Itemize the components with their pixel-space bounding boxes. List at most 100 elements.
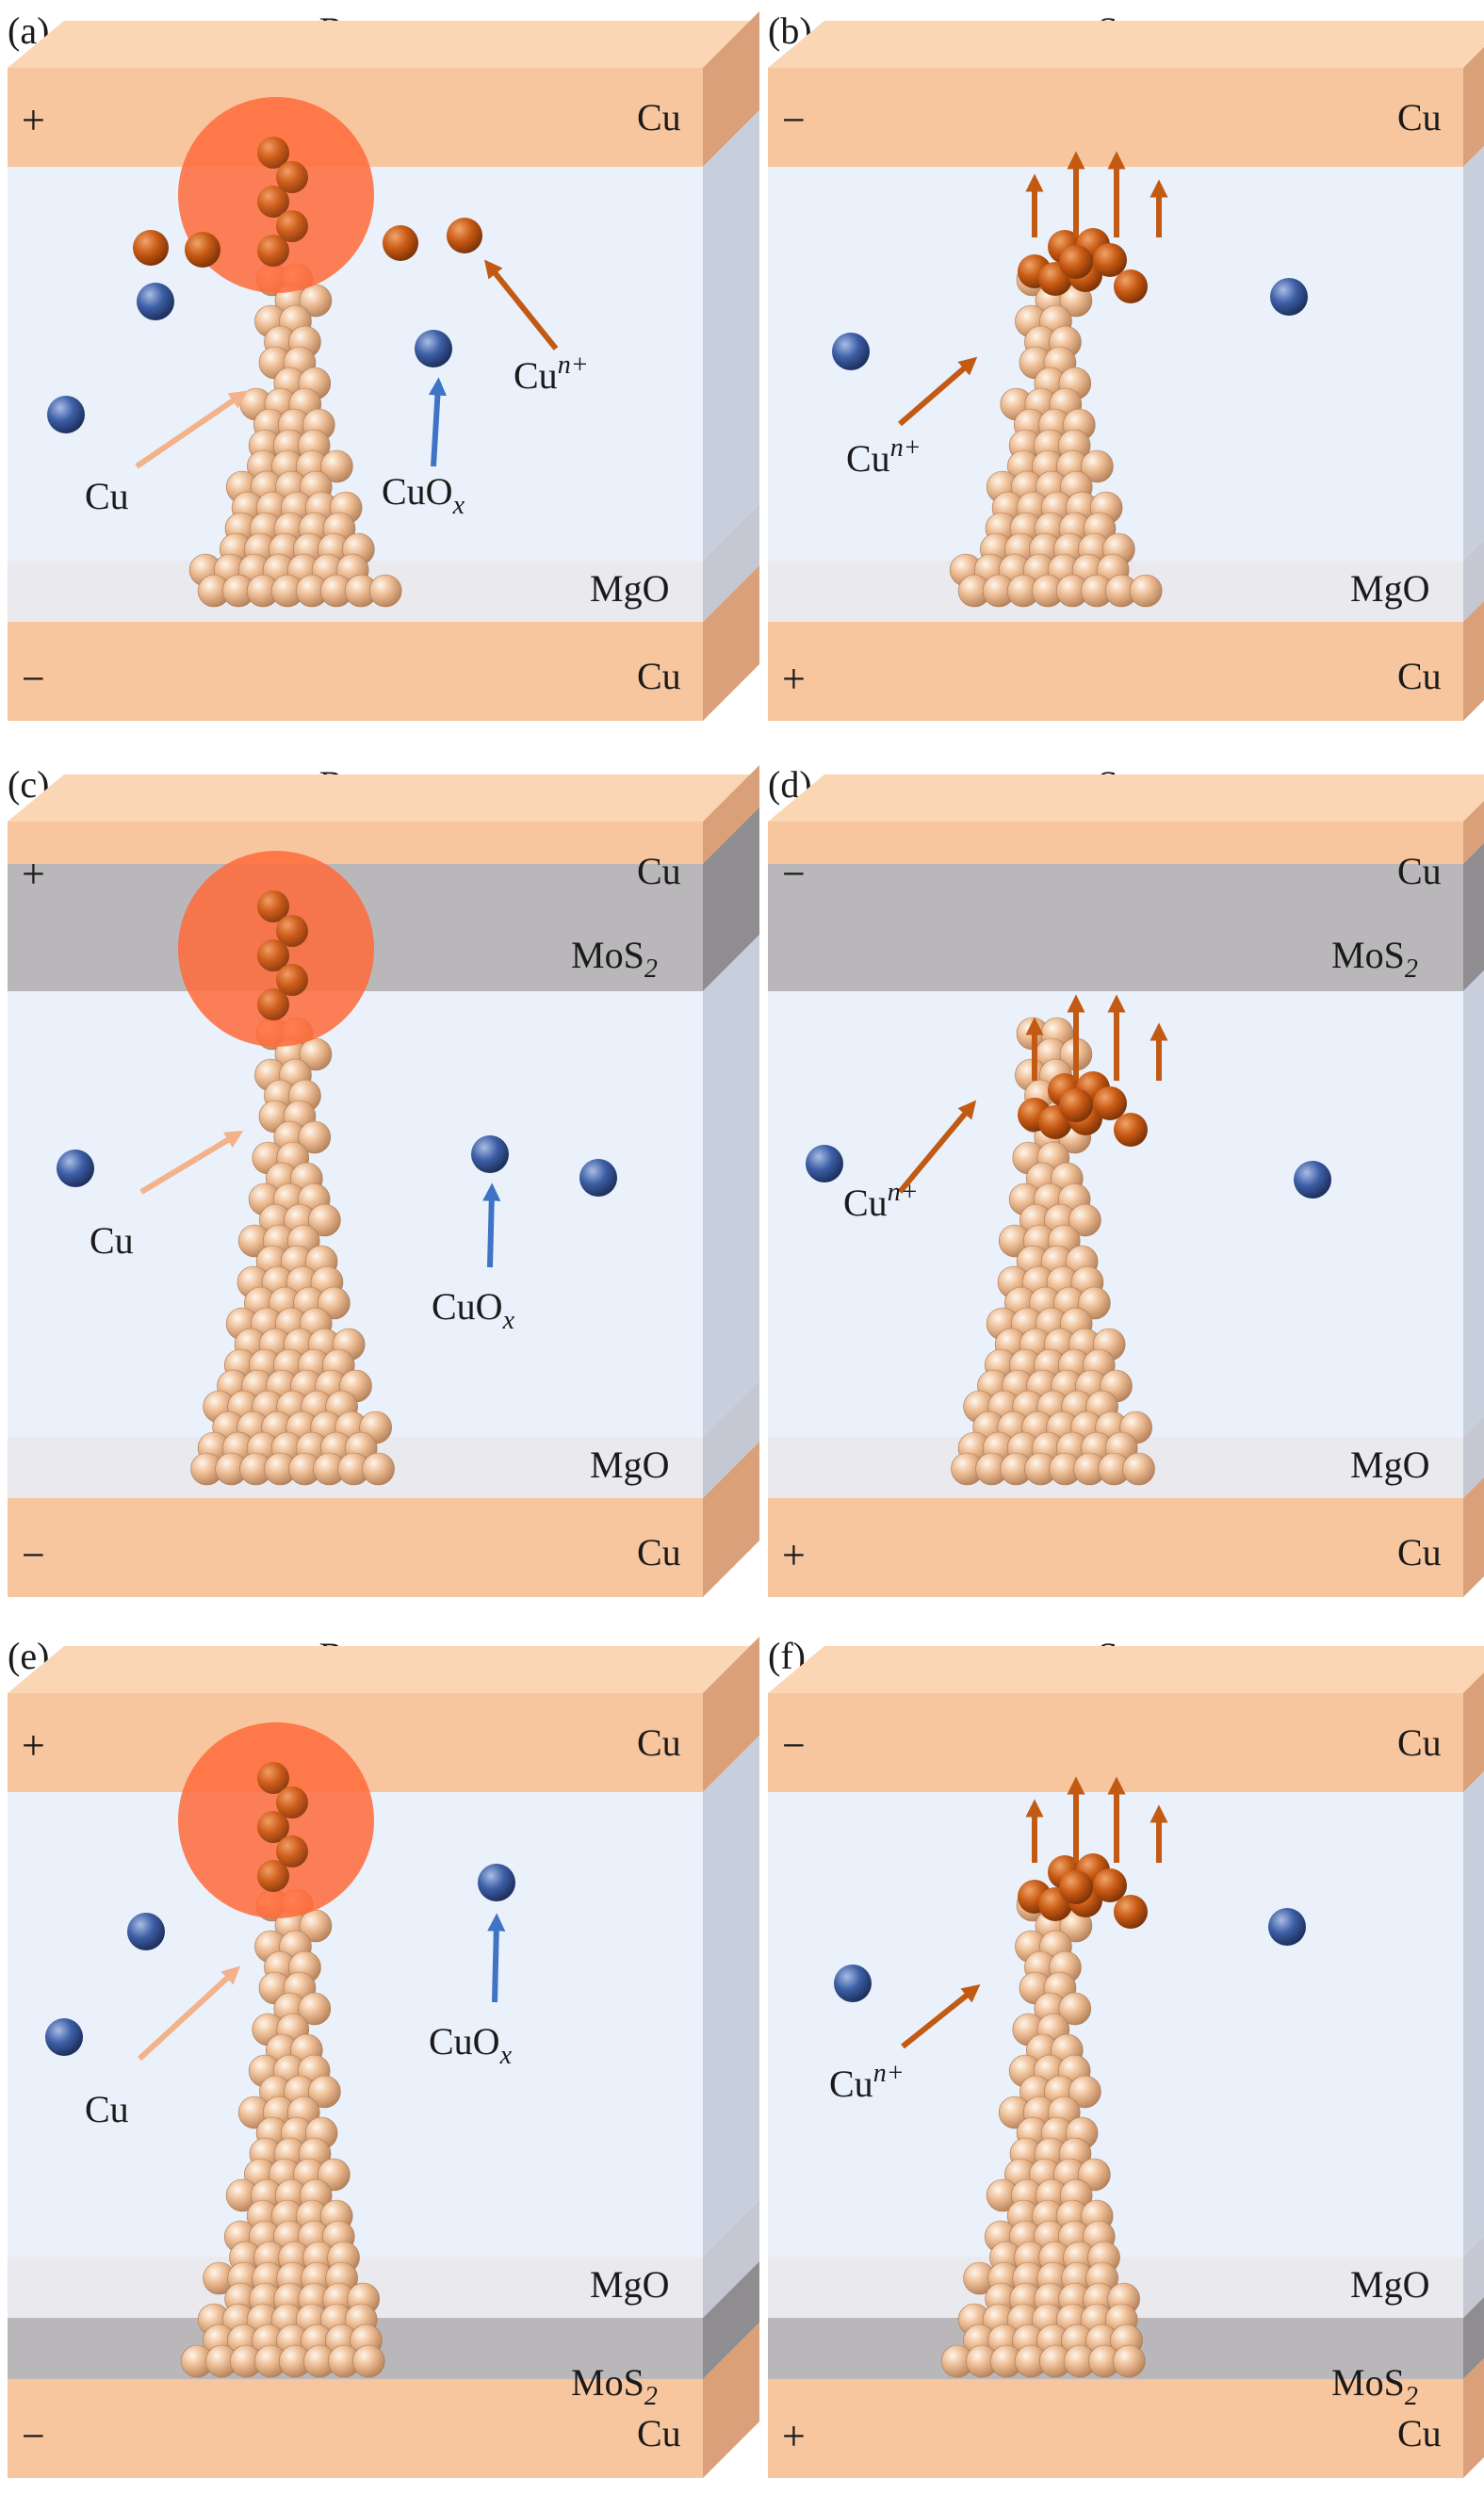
cu-atom: [368, 574, 402, 608]
ion-label: Cun+: [829, 2059, 905, 2105]
bottom-sign: +: [782, 656, 806, 702]
oxide-layer-side: [703, 110, 759, 561]
dissolving-atom: [276, 1835, 308, 1867]
bottom-electrode: [8, 1498, 703, 1597]
cu-ion: [1059, 245, 1093, 279]
ion-arrow: [897, 1100, 977, 1194]
mos2-label-script: 2: [644, 2382, 658, 2411]
mos2-label-main: MoS: [571, 2361, 644, 2404]
bottom-electrode-side: [703, 2323, 759, 2478]
cu-atom: [351, 2344, 385, 2378]
cuox-label: CuOx: [382, 470, 465, 520]
mgo-layer-side: [703, 1380, 759, 1498]
dissolving-atom: [257, 1860, 289, 1892]
cuox-label-main: CuO: [429, 2020, 500, 2063]
dissolving-atom: [276, 1786, 308, 1818]
mos2-label-script: 2: [1405, 954, 1418, 984]
dissolving-atom: [257, 1762, 289, 1794]
cu-arrow: [139, 1131, 244, 1195]
ion-label: Cun+: [846, 433, 921, 480]
cuox-sphere: [471, 1135, 509, 1173]
ion-label-main: Cu: [829, 2063, 873, 2105]
oxide-layer-side: [1463, 146, 1484, 561]
bottom-sign: −: [22, 656, 45, 702]
cuox-sphere: [1270, 278, 1308, 316]
cuox-label: CuOx: [432, 1285, 515, 1335]
cu-atom: [1068, 2075, 1101, 2109]
bottom-electrode-label: Cu: [637, 2412, 681, 2454]
cu-atom: [1112, 2344, 1146, 2378]
top-sign: −: [782, 1722, 806, 1769]
cu-ion: [1059, 1088, 1093, 1122]
bottom-electrode: [768, 2379, 1463, 2478]
box-top-face: [768, 775, 1484, 822]
mos2-layer-side: [1463, 843, 1484, 991]
cu-ion: [133, 230, 169, 266]
cu-atom: [1129, 574, 1163, 608]
box-top-face: [768, 1646, 1484, 1693]
cuox-label-script: x: [502, 1306, 515, 1335]
mgo-label: MgO: [1350, 1443, 1429, 1486]
cuox-label-main: CuO: [432, 1285, 503, 1328]
mos2-label-script: 2: [1405, 2382, 1418, 2411]
mos2-layer: [768, 864, 1463, 991]
mos2-label: MoS2: [571, 2361, 658, 2411]
cuox-sphere: [137, 283, 174, 320]
cu-atom: [298, 1120, 332, 1154]
mgo-label: MgO: [1350, 2263, 1429, 2306]
bottom-electrode: [768, 622, 1463, 721]
top-electrode-label: Cu: [1397, 1721, 1442, 1764]
cu-arrow: [135, 390, 248, 469]
cu-ion: [185, 232, 220, 268]
cu-atom: [308, 1203, 341, 1237]
cu-ion: [1114, 1113, 1148, 1147]
cuox-arrow: [428, 377, 448, 467]
box-top-face: [8, 21, 759, 68]
box-top-face: [768, 21, 1484, 68]
ion-arrow: [901, 1984, 981, 2049]
bottom-electrode: [8, 2379, 703, 2478]
mos2-label: MoS2: [1331, 2361, 1418, 2411]
top-electrode: [768, 68, 1463, 167]
top-sign: +: [22, 1722, 45, 1769]
mgo-layer-side: [703, 504, 759, 622]
oxide-layer-side: [703, 935, 759, 1437]
cuox-sphere: [127, 1913, 165, 1950]
ion-label-script: n+: [888, 1178, 919, 1207]
ion-label-script: n+: [890, 433, 921, 463]
top-electrode-label: Cu: [637, 1721, 681, 1764]
top-electrode-label: Cu: [637, 850, 681, 892]
bottom-electrode-side: [703, 565, 759, 721]
ion-arrow: [483, 259, 559, 351]
cu-label: Cu: [85, 475, 129, 517]
mos2-label: MoS2: [1331, 934, 1418, 984]
cu-atom: [1058, 1992, 1092, 2026]
top-electrode: [768, 1693, 1463, 1792]
cuox-sphere: [45, 2018, 83, 2056]
cuox-sphere: [579, 1159, 617, 1197]
top-sign: +: [22, 97, 45, 143]
dissolving-atom: [276, 210, 308, 242]
panels: (a)Reset+Cu−CuMgOCun+CuCuOx(b)Set−Cu+CuM…: [8, 9, 1484, 2478]
bottom-electrode-side: [1463, 2358, 1484, 2478]
cu-ion: [1093, 243, 1127, 277]
ion-label-main: Cu: [514, 354, 558, 397]
cu-atom: [1081, 449, 1114, 483]
bottom-electrode: [768, 1498, 1463, 1597]
ion-label: Cun+: [514, 351, 589, 397]
bottom-electrode-side: [1463, 601, 1484, 721]
cu-ion: [1059, 1870, 1093, 1904]
cu-atom: [1122, 1452, 1155, 1486]
cu-label: Cu: [85, 2088, 129, 2130]
mgo-label: MgO: [1350, 567, 1429, 610]
cu-ion: [1093, 1868, 1127, 1902]
top-sign: −: [782, 97, 806, 143]
cu-atom: [362, 1452, 395, 1486]
ion-label-script: n+: [558, 351, 589, 380]
